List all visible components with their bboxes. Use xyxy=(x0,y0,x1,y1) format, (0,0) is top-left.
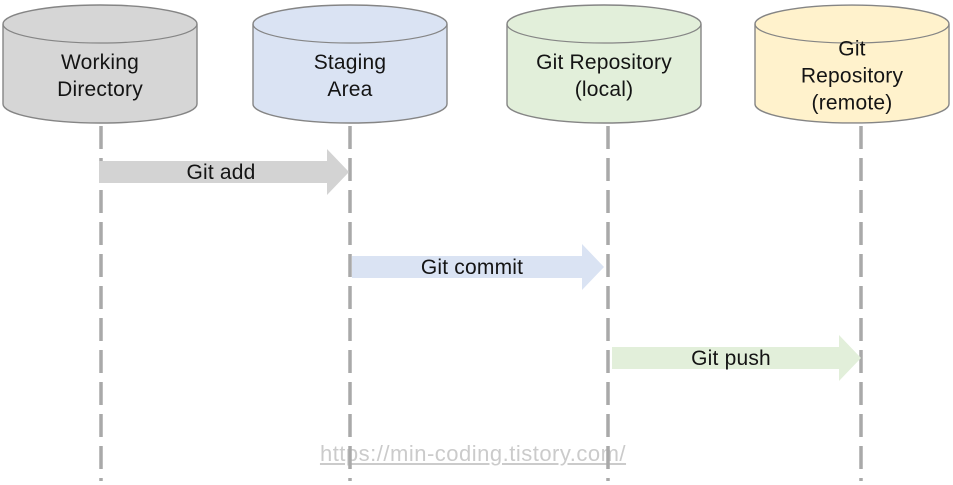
cylinder-git-repository-local xyxy=(506,4,702,124)
arrow-label-git-add: Git add xyxy=(186,161,256,184)
arrow-label-git-commit: Git commit xyxy=(420,256,524,279)
cylinder-staging-area xyxy=(252,4,448,124)
arrow-git-commit xyxy=(352,244,604,290)
arrow-label-git-push: Git push xyxy=(691,347,771,370)
cylinder-label-git-repository-local: Git Repository (local) xyxy=(536,51,672,101)
cylinder-label-staging-area: Staging Area xyxy=(313,51,387,101)
cylinder-label-working-directory: Working Directory xyxy=(57,51,143,101)
cylinder-label-git-repository-remote: Git Repository (remote) xyxy=(800,37,904,115)
arrow-git-push xyxy=(612,335,861,381)
watermark-url: https://min-coding.tistory.com/ xyxy=(319,441,627,466)
cylinder-git-repository-remote xyxy=(754,4,950,124)
arrow-git-add xyxy=(99,149,349,195)
cylinder-working-directory xyxy=(2,4,198,124)
